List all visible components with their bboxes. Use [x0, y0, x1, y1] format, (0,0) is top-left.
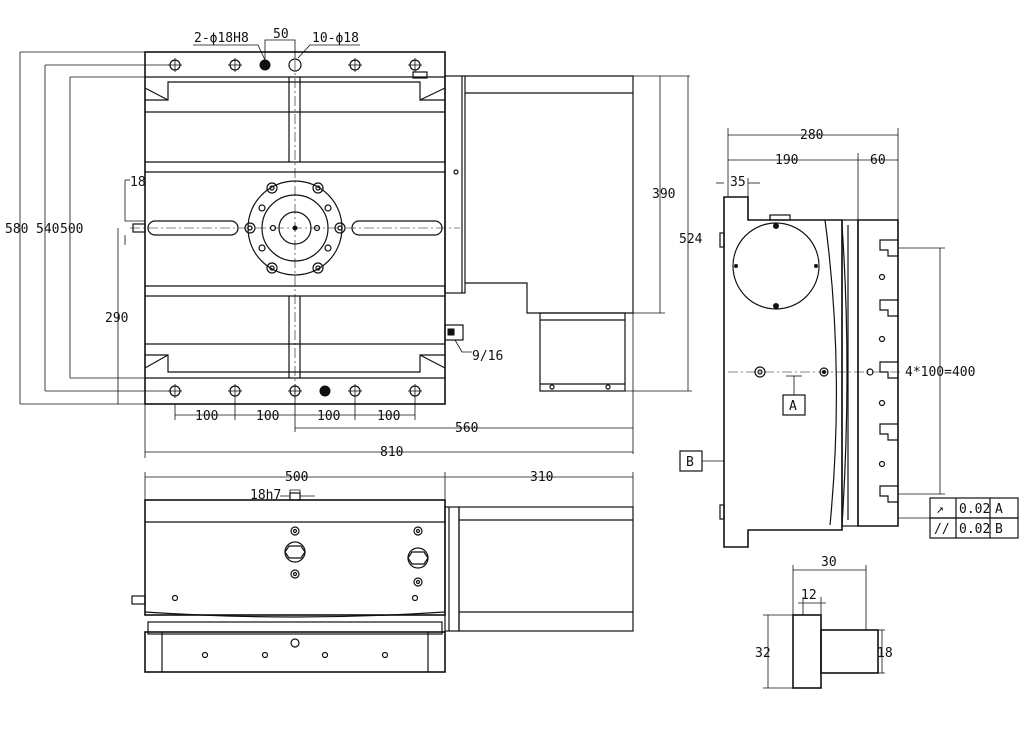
dim-524-label: 524: [679, 232, 703, 247]
side-view-dimensions: 280 190 60 35 4*100=400 A B ↗: [679, 128, 1019, 539]
side-view: [719, 196, 900, 548]
hub-bolt-holes: [244, 182, 346, 274]
datum-b-label: B: [686, 455, 694, 470]
key-dim-18-label: 18: [877, 646, 893, 661]
key-dim-12-label: 12: [801, 588, 817, 603]
tol-2-value: 0.02: [959, 522, 990, 537]
dim-35-label: 35: [730, 175, 746, 190]
key-18h7-label: 18h7: [250, 488, 281, 503]
t-slots: [866, 239, 898, 503]
tol-1-datum: A: [995, 502, 1003, 517]
front-dim-500-label: 500: [285, 470, 308, 485]
dim-18-label: 18: [130, 175, 146, 190]
tol-2-datum: B: [995, 522, 1003, 537]
pitch-100-4: 100: [377, 409, 400, 424]
dim-190-label: 190: [775, 153, 798, 168]
spacing-50-label: 50: [273, 27, 289, 42]
thread-label: 9/16: [472, 349, 503, 364]
tol-1-symbol: ↗: [936, 502, 944, 517]
pitch-100-1: 100: [195, 409, 218, 424]
dim-500-label: 500: [60, 222, 83, 237]
dim-290-label: 290: [105, 311, 128, 326]
dim-810-label: 810: [380, 445, 403, 460]
top-hole-row: [168, 58, 428, 79]
top-view-dimensions: 580 540 500 18 290 2-ϕ18H8 50 10-ϕ18 390…: [5, 27, 703, 460]
dim-60-label: 60: [870, 153, 886, 168]
front-view: [131, 492, 634, 673]
dim-540-label: 540: [36, 222, 59, 237]
dim-560-label: 560: [455, 421, 478, 436]
bottom-hole-row: [168, 384, 422, 398]
key-dim-32-label: 32: [755, 646, 771, 661]
front-dim-310-label: 310: [530, 470, 553, 485]
tol-1-value: 0.02: [959, 502, 990, 517]
tolerance-frame: ↗ 0.02 A // 0.02 B: [929, 497, 1019, 539]
holes-10-label: 10-ϕ18: [312, 31, 359, 46]
pitch-100-3: 100: [317, 409, 340, 424]
datum-a-label: A: [789, 399, 797, 414]
dim-390-label: 390: [652, 187, 675, 202]
key-dim-30-label: 30: [821, 555, 837, 570]
slots-label: 4*100=400: [905, 365, 975, 380]
front-view-dimensions: 500 310 18h7: [144, 470, 634, 507]
pitch-100-2: 100: [256, 409, 279, 424]
tol-2-symbol: //: [934, 522, 950, 537]
holes-18h8-label: 2-ϕ18H8: [194, 31, 249, 46]
top-view: [130, 51, 634, 405]
dim-280-label: 280: [800, 128, 823, 143]
key-detail: 30 12 32 18: [755, 555, 893, 689]
dim-580-label: 580: [5, 222, 28, 237]
